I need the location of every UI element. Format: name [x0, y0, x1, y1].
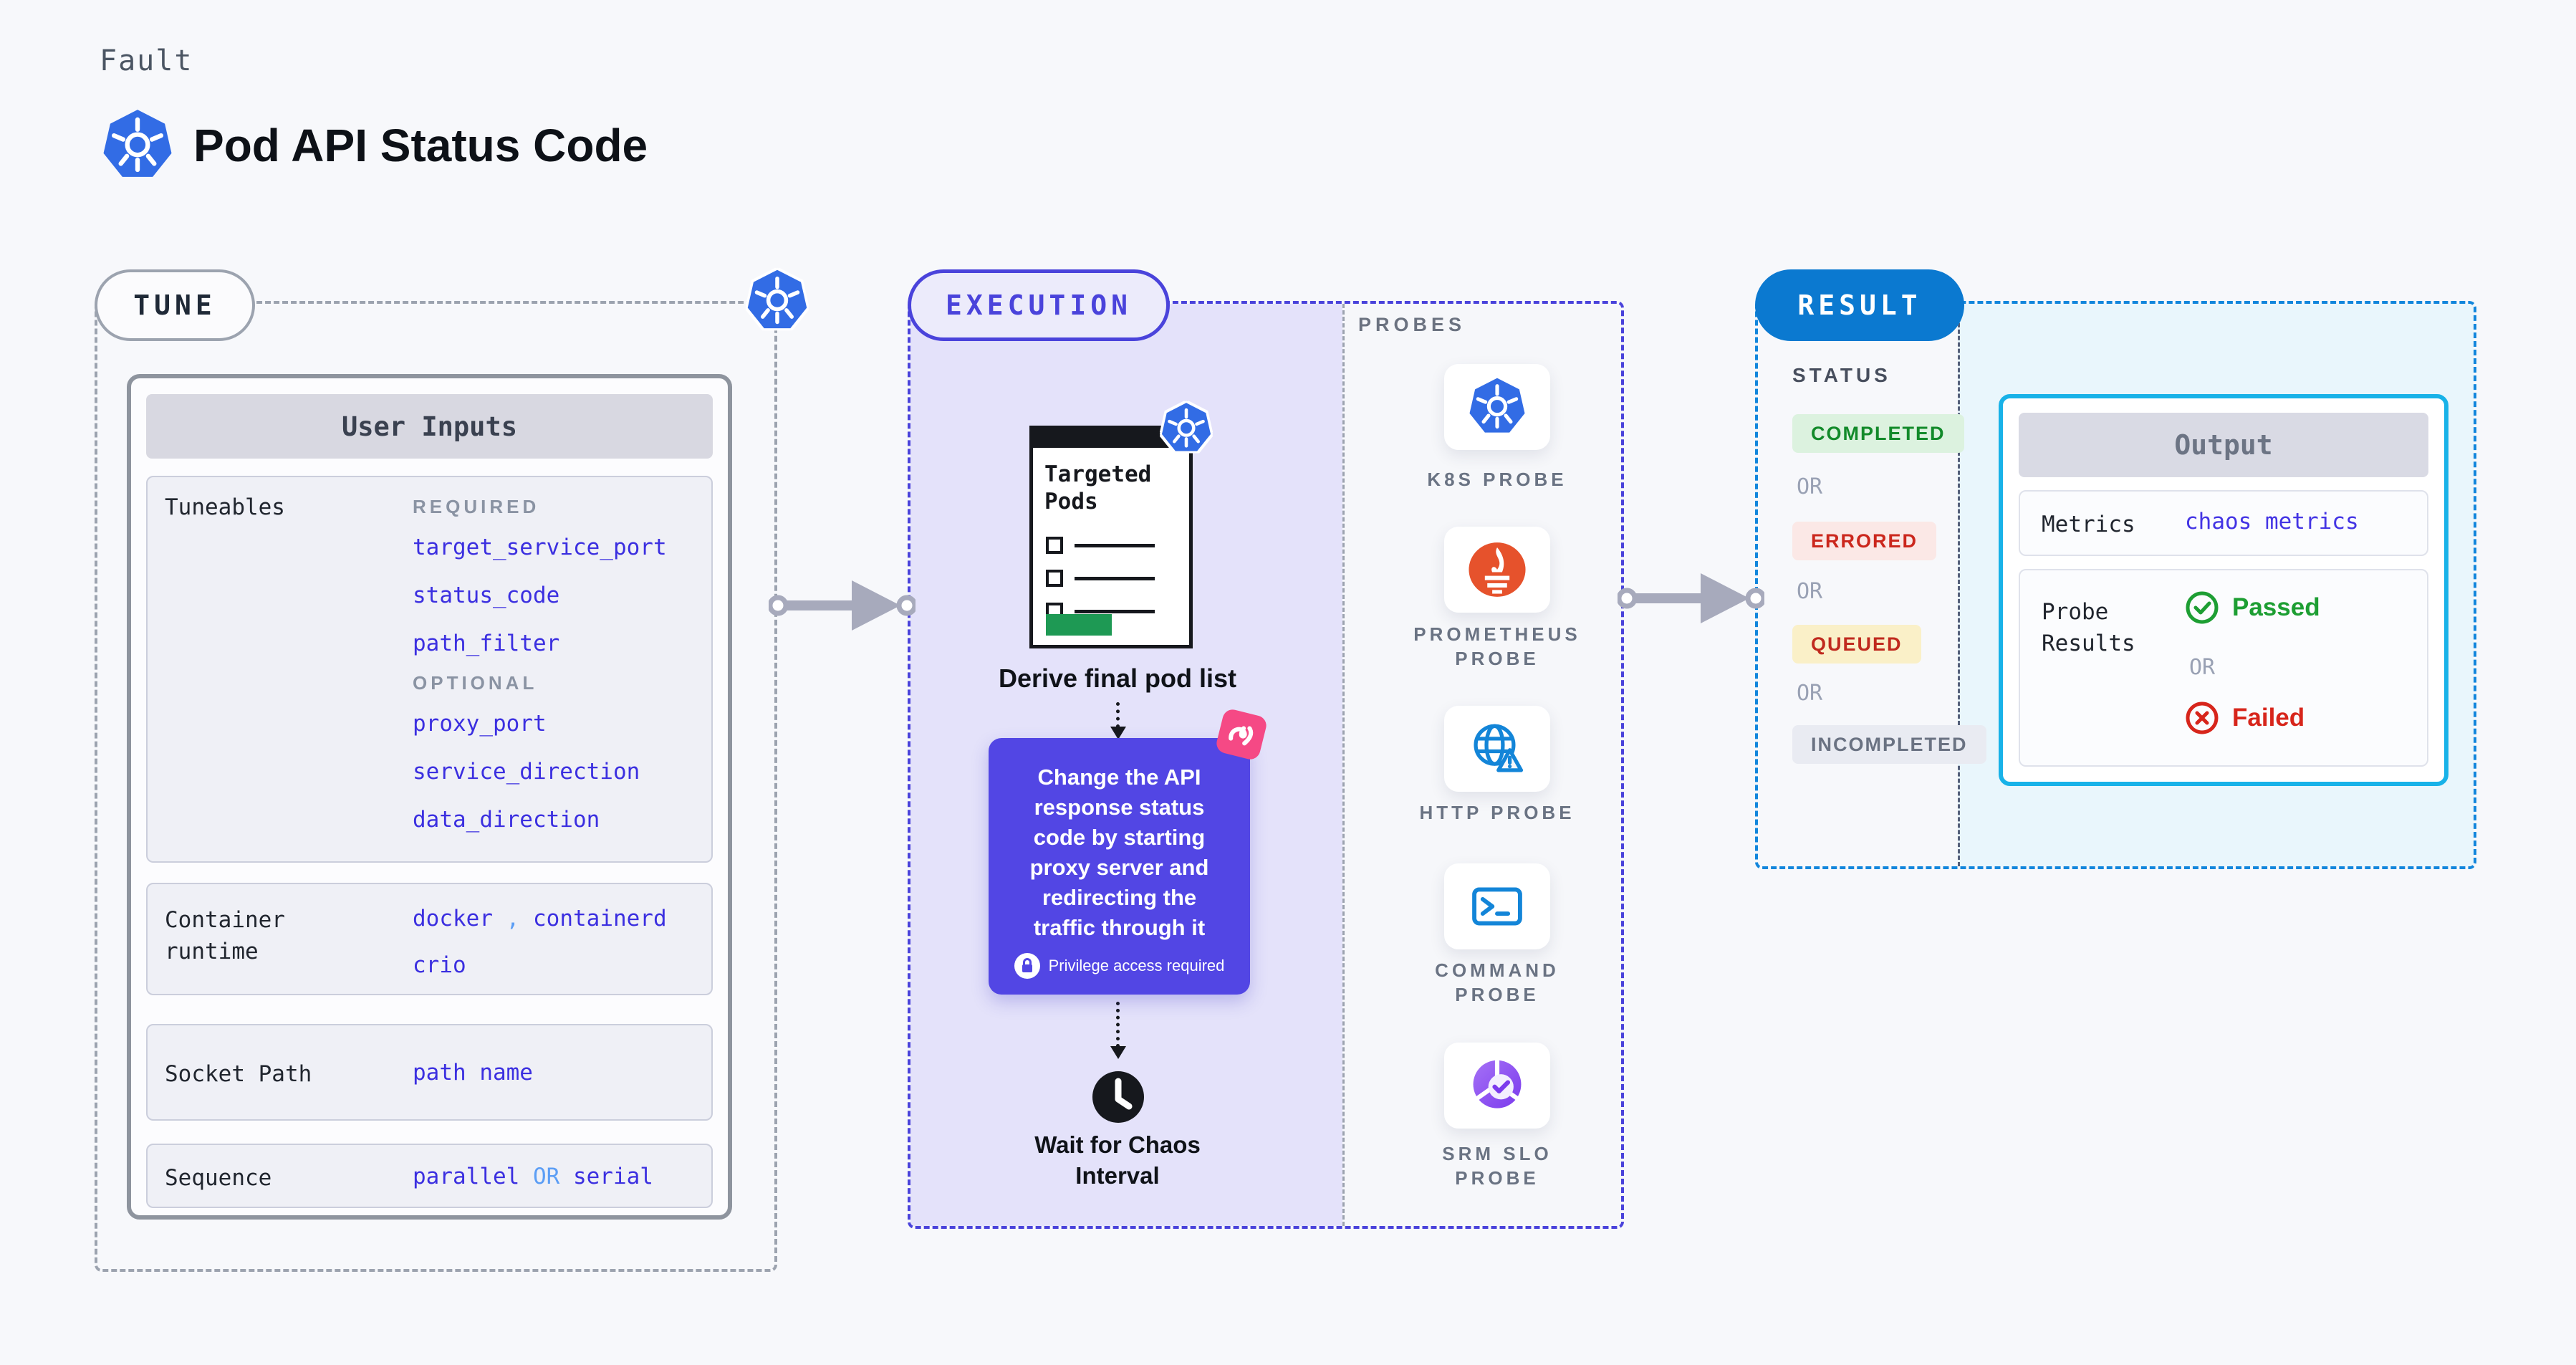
flow-connector — [1116, 702, 1120, 728]
targeted-pods-title: Targeted Pods — [1044, 461, 1152, 514]
sequence-or: OR — [532, 1164, 560, 1189]
container-runtime-label: Container runtime — [165, 907, 285, 964]
socket-path-value: path name — [413, 1060, 533, 1086]
optional-label: OPTIONAL — [413, 672, 538, 694]
execution-pill: EXECUTION — [908, 269, 1170, 341]
metrics-label: Metrics — [2042, 512, 2135, 537]
param-proxy-port: proxy_port — [413, 711, 547, 737]
prometheus-icon — [1469, 542, 1526, 597]
arrow-down-icon — [1110, 727, 1126, 739]
command-probe-label: COMMAND PROBE — [1435, 959, 1559, 1005]
or-label: OR — [1797, 579, 1823, 604]
prometheus-probe-card — [1444, 527, 1550, 613]
status-badge-queued: QUEUED — [1792, 625, 1921, 664]
kubernetes-icon — [1159, 401, 1213, 456]
arrow-execution-to-result — [1618, 573, 1764, 623]
tuneables-label: Tuneables — [165, 494, 285, 520]
tune-pill: TUNE — [95, 269, 255, 341]
param-target-service-port: target_service_port — [413, 535, 667, 560]
progress-bar — [1046, 614, 1112, 636]
http-globe-icon — [1474, 724, 1524, 772]
slo-pie-icon — [1473, 1059, 1522, 1108]
probes-heading: PROBES — [1358, 314, 1466, 335]
chaos-interval-clock-icon — [1092, 1071, 1144, 1123]
x-circle-icon — [2186, 701, 2219, 734]
srm-slo-probe-label: SRM SLO PROBE — [1442, 1143, 1552, 1189]
command-probe-card — [1444, 863, 1550, 949]
fault-action-text: Change the API response status code by s… — [1029, 765, 1209, 940]
metrics-row: Metrics chaos metrics — [2019, 490, 2428, 556]
output-card: Output Metrics chaos metrics Probe Resul… — [1999, 394, 2448, 786]
runtime-containerd: containerd — [533, 906, 667, 931]
probe-results-row: Probe Results Passed OR Failed — [2019, 569, 2428, 767]
sequence-row: Sequence parallel OR serial — [146, 1144, 713, 1208]
terminal-icon — [1472, 887, 1522, 926]
flow-connector — [1116, 1002, 1120, 1048]
probe-results-label: Probe Results — [2042, 599, 2135, 656]
or-label: OR — [1797, 681, 1823, 706]
prometheus-probe-label: PROMETHEUS PROBE — [1413, 623, 1581, 669]
tuneables-row: Tuneables REQUIRED target_service_port s… — [146, 476, 713, 863]
privilege-label: Privilege access required — [1048, 957, 1225, 974]
status-badge-incompleted: INCOMPLETED — [1792, 725, 1986, 764]
k8s-probe-label: K8S PROBE — [1427, 469, 1567, 490]
wait-chaos-interval-label: Wait for Chaos Interval — [1034, 1131, 1201, 1189]
k8s-probe-card — [1444, 364, 1550, 450]
or-label: OR — [1797, 474, 1823, 499]
runtime-separator: , — [506, 906, 520, 931]
runtime-docker: docker — [413, 906, 493, 931]
kubernetes-icon — [744, 268, 810, 334]
check-circle-icon — [2186, 591, 2219, 624]
or-label: OR — [2189, 655, 2216, 680]
tune-section-box — [95, 301, 777, 1272]
status-heading: STATUS — [1792, 364, 1891, 386]
chaos-icon — [1214, 707, 1269, 762]
param-status-code: status_code — [413, 583, 560, 608]
param-service-direction: service_direction — [413, 759, 640, 785]
metrics-value: chaos metrics — [2185, 509, 2359, 535]
failed-label: Failed — [2232, 704, 2305, 732]
privilege-row: Privilege access required — [989, 953, 1250, 979]
sequence-value: parallel OR serial — [413, 1164, 653, 1189]
container-runtime-values: docker , containerd — [413, 906, 667, 931]
user-inputs-card: User Inputs Tuneables REQUIRED target_se… — [127, 374, 732, 1220]
fault-action-card: Change the API response status code by s… — [989, 738, 1250, 995]
kubernetes-icon — [100, 107, 176, 183]
targeted-pods-card: Targeted Pods — [1029, 426, 1193, 648]
required-label: REQUIRED — [413, 496, 540, 517]
status-badge-errored: ERRORED — [1792, 522, 1937, 560]
arrow-down-icon — [1110, 1046, 1126, 1059]
http-probe-card — [1444, 706, 1550, 792]
sequence-parallel: parallel — [413, 1164, 520, 1189]
sequence-label: Sequence — [165, 1165, 272, 1191]
page-title: Pod API Status Code — [193, 120, 648, 171]
failed-row: Failed — [2185, 701, 2305, 735]
param-path-filter: path_filter — [413, 631, 560, 656]
kubernetes-icon — [1466, 376, 1528, 438]
user-inputs-title: User Inputs — [146, 394, 713, 459]
fault-kicker: Fault — [100, 44, 193, 77]
result-pill: RESULT — [1755, 269, 1964, 341]
arrow-tune-to-execution — [769, 580, 915, 631]
container-runtime-row: Container runtime docker , containerd cr… — [146, 883, 713, 995]
socket-path-label: Socket Path — [165, 1061, 312, 1087]
sequence-serial: serial — [572, 1164, 653, 1189]
param-data-direction: data_direction — [413, 807, 600, 833]
output-title: Output — [2019, 413, 2428, 477]
derive-pod-list-label: Derive final pod list — [998, 664, 1237, 693]
runtime-crio: crio — [413, 952, 466, 978]
socket-path-row: Socket Path path name — [146, 1024, 713, 1121]
srm-slo-probe-card — [1444, 1043, 1550, 1129]
lock-icon — [1014, 953, 1040, 979]
passed-row: Passed — [2185, 590, 2320, 625]
passed-label: Passed — [2232, 593, 2320, 621]
status-badge-completed: COMPLETED — [1792, 414, 1964, 453]
http-probe-label: HTTP PROBE — [1419, 802, 1575, 823]
